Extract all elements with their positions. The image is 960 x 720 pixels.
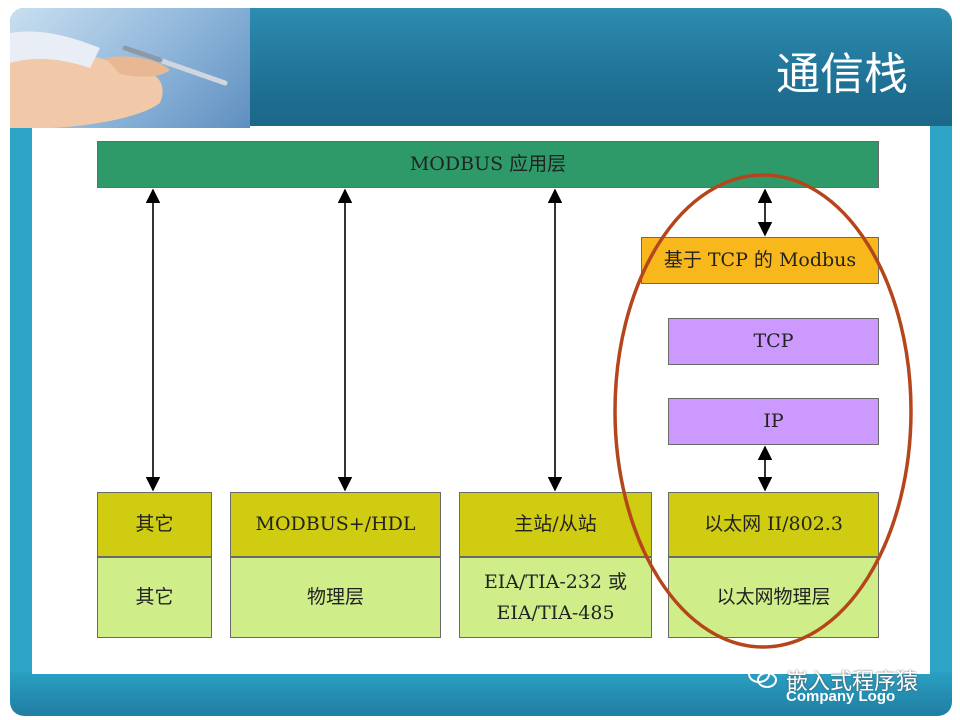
company-logo-text: Company Logo [786,688,895,705]
wechat-icon [748,664,778,690]
